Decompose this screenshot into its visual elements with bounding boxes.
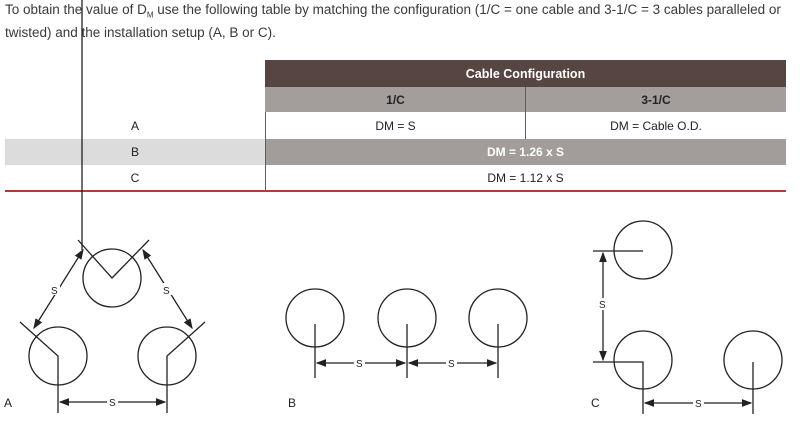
intro-post: use the following table by matching the …	[5, 2, 781, 40]
row-b-setup: B	[5, 139, 265, 165]
row-a-1c: DM = S	[375, 118, 416, 133]
diagram-c	[593, 220, 783, 414]
divider	[525, 87, 526, 139]
spacing-label: S	[51, 286, 58, 297]
intro-pre: To obtain the value of D	[5, 2, 147, 17]
diagram-label-c: C	[591, 396, 600, 410]
spacing-label: S	[599, 300, 606, 311]
table-bottom-rule	[5, 190, 786, 192]
intro-sub: M	[146, 10, 154, 20]
table-header: Cable Configuration	[265, 60, 786, 87]
spacing-label: S	[109, 398, 116, 409]
diagram-a-labels: S S S A	[4, 283, 172, 410]
diagram-b-labels: S S B	[288, 357, 457, 410]
intro-text: To obtain the value of DM use the follow…	[5, 1, 795, 41]
row-c-setup: C	[130, 170, 140, 185]
diagram-c-labels: S S C	[591, 298, 704, 410]
diagram-b	[285, 288, 528, 378]
spacing-label: S	[163, 286, 170, 297]
col-3-1c: 3-1/C	[526, 87, 786, 112]
spacing-label: S	[448, 359, 455, 370]
diagram-label-b: B	[288, 396, 296, 410]
col-1c: 1/C	[265, 87, 526, 112]
diagram-label-a: A	[4, 396, 12, 410]
row-b-value: DM = 1.26 x S	[265, 139, 786, 165]
row-c-value: DM = 1.12 x S	[487, 170, 564, 185]
spacing-label: S	[356, 359, 363, 370]
row-a-setup: A	[130, 118, 139, 133]
row-a-3-1c: DM = Cable O.D.	[610, 118, 702, 133]
diagram-a	[19, 0, 206, 413]
divider	[265, 112, 266, 191]
spacing-label: S	[695, 399, 702, 410]
